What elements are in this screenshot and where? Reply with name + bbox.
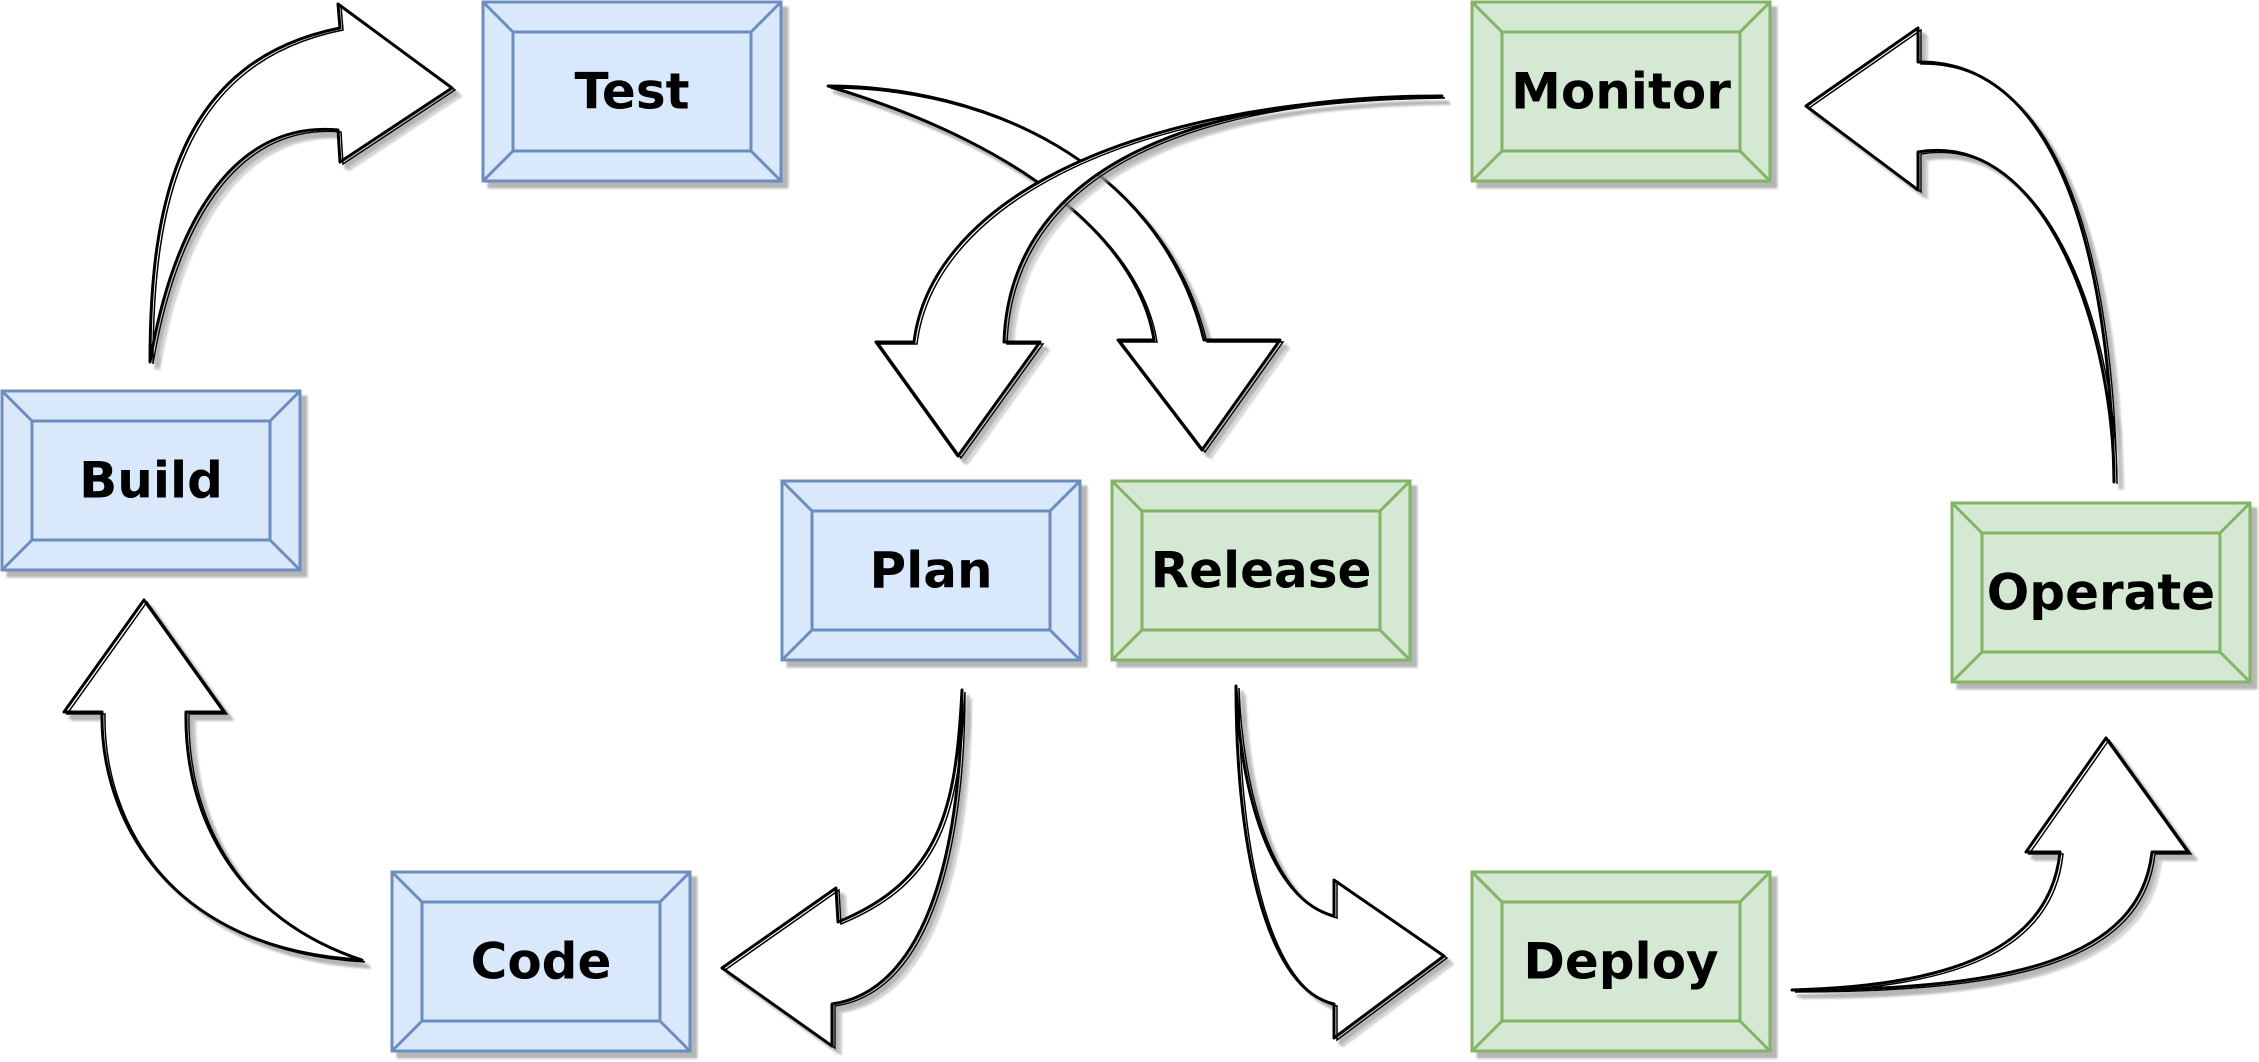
node-label-code: Code xyxy=(471,933,612,991)
node-bevel-line xyxy=(1378,628,1412,662)
node-bevel-line xyxy=(1950,501,1984,535)
node-inner-panel xyxy=(1500,900,1742,1023)
arrow-deploy-to-operate xyxy=(1790,736,2193,993)
node-bevel-line xyxy=(749,149,783,183)
arrow-sketch-stroke xyxy=(877,97,1446,460)
node-bevel-line xyxy=(481,0,515,34)
node-bevel-line xyxy=(1738,1019,1772,1053)
node-code[interactable]: Code xyxy=(390,870,692,1053)
arrow-release-to-deploy xyxy=(1234,684,1449,1042)
arrow-sketch-stroke xyxy=(1238,687,1449,1042)
arrow-shape xyxy=(62,598,364,962)
node-label-monitor: Monitor xyxy=(1511,63,1731,121)
node-label-test: Test xyxy=(574,63,689,121)
node-inner-panel xyxy=(511,30,753,153)
node-bevel-line xyxy=(2218,501,2252,535)
arrow-sketch-stroke xyxy=(1807,28,2118,485)
node-label-deploy: Deploy xyxy=(1523,933,1718,991)
node-bevel-line xyxy=(780,628,814,662)
node-bevel-line xyxy=(1110,479,1144,513)
node-operate[interactable]: Operate xyxy=(1950,501,2252,684)
node-test[interactable]: Test xyxy=(481,0,783,183)
arrow-sketch-stroke xyxy=(152,4,457,365)
node-inner-panel xyxy=(30,419,272,542)
node-inner-panel xyxy=(1980,531,2222,654)
node-bevel-line xyxy=(658,1019,692,1053)
node-bevel-line xyxy=(1378,479,1412,513)
node-label-release: Release xyxy=(1151,542,1372,600)
node-bevel-line xyxy=(1950,650,1984,684)
node-bevel-line xyxy=(390,1019,424,1053)
node-bevel-line xyxy=(0,538,34,572)
node-bevel-line xyxy=(1470,870,1504,904)
node-release[interactable]: Release xyxy=(1110,479,1412,662)
node-label-build: Build xyxy=(79,452,223,510)
arrow-shape xyxy=(1234,684,1446,1040)
arrow-shape xyxy=(148,2,454,364)
node-inner-panel xyxy=(420,900,662,1023)
node-bevel-line xyxy=(268,538,302,572)
arrow-test-to-release xyxy=(826,84,1285,454)
node-label-operate: Operate xyxy=(1987,564,2215,622)
node-bevel-line xyxy=(1048,628,1082,662)
arrow-shape xyxy=(1790,736,2190,992)
arrow-plan-to-code xyxy=(720,688,966,1050)
node-inner-panel xyxy=(1500,30,1742,153)
node-bevel-line xyxy=(1110,628,1144,662)
node-plan[interactable]: Plan xyxy=(780,479,1082,662)
node-bevel-line xyxy=(1048,479,1082,513)
node-inner-panel xyxy=(810,509,1052,632)
node-bevel-line xyxy=(780,479,814,513)
node-bevel-line xyxy=(1470,0,1504,34)
arrow-build-to-test xyxy=(148,2,457,365)
node-bevel-line xyxy=(2218,650,2252,684)
node-bevel-line xyxy=(1470,149,1504,183)
node-bevel-line xyxy=(0,389,34,423)
arrow-monitor-to-plan xyxy=(874,94,1446,460)
node-bevel-line xyxy=(1738,149,1772,183)
node-bevel-line xyxy=(1738,0,1772,34)
arrows-layer xyxy=(62,2,2193,1050)
arrow-sketch-stroke xyxy=(65,600,366,963)
arrow-shape xyxy=(826,84,1282,452)
node-bevel-line xyxy=(749,0,783,34)
arrow-sketch-stroke xyxy=(723,691,966,1050)
arrow-shape xyxy=(874,94,1444,458)
arrow-sketch-stroke xyxy=(830,87,1285,454)
node-bevel-line xyxy=(1470,1019,1504,1053)
node-build[interactable]: Build xyxy=(0,389,302,572)
arrow-code-to-build xyxy=(62,598,366,963)
arrow-operate-to-monitor xyxy=(1804,26,2118,485)
node-label-plan: Plan xyxy=(869,542,992,600)
node-bevel-line xyxy=(268,389,302,423)
node-inner-panel xyxy=(1140,509,1382,632)
node-deploy[interactable]: Deploy xyxy=(1470,870,1772,1053)
node-bevel-line xyxy=(1738,870,1772,904)
node-monitor[interactable]: Monitor xyxy=(1470,0,1772,183)
arrow-shape xyxy=(720,688,964,1048)
node-bevel-line xyxy=(481,149,515,183)
arrow-sketch-stroke xyxy=(1794,738,2193,993)
node-bevel-line xyxy=(390,870,424,904)
node-bevel-line xyxy=(658,870,692,904)
arrow-shape xyxy=(1804,26,2116,484)
